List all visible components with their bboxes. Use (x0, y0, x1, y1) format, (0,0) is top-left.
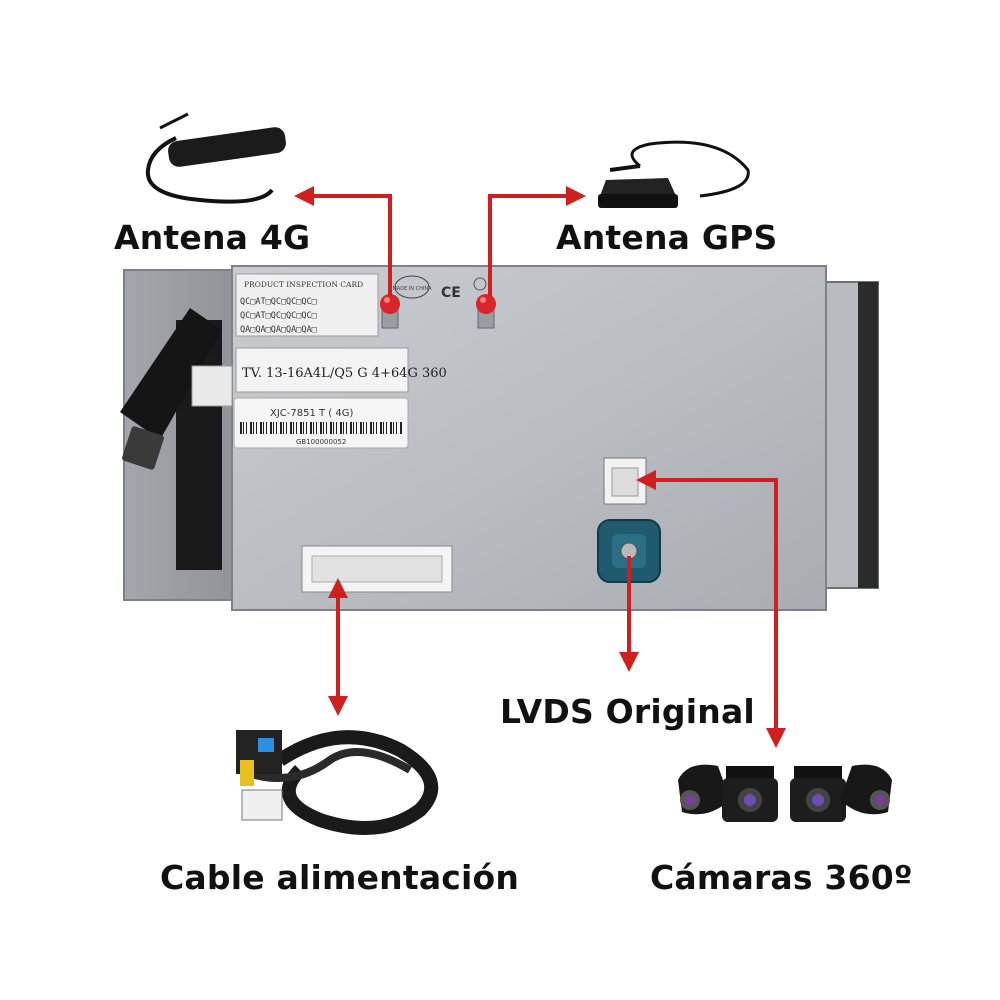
ce-mark: CE (441, 285, 461, 301)
barcode-bar (346, 422, 347, 434)
label-antena-4g: Antena 4G (114, 218, 311, 257)
barcode-bar (323, 422, 324, 434)
barcode-bar (316, 422, 317, 434)
barcode (240, 422, 402, 434)
inspection-card (235, 273, 379, 337)
small-sticker (191, 365, 233, 407)
barcode-bar (363, 422, 364, 434)
barcode-bar (320, 422, 322, 434)
camera-set-icon (678, 764, 892, 822)
barcode-bar (393, 422, 394, 434)
barcode-bar (280, 422, 282, 434)
barcode-bar (296, 422, 297, 434)
label-lvds: LVDS Original (500, 692, 755, 731)
barcode-bar (306, 422, 307, 434)
cert-mark-text: MADE IN CHINA (392, 286, 432, 292)
barcode-bar (256, 422, 257, 434)
barcode-bar (276, 422, 277, 434)
barcode-bar (350, 422, 352, 434)
serial-number: GB100000052 (296, 438, 346, 446)
android-box-unit: PRODUCT INSPECTION CARD QC□AT□QC□QC□QC□ … (120, 265, 879, 611)
model-text: TV. 13-16A4L/Q5 G 4+64G 360 (242, 366, 447, 381)
barcode-bar (330, 422, 332, 434)
barcode-bar (270, 422, 272, 434)
barcode-bar (366, 422, 367, 434)
barcode-bar (240, 422, 242, 434)
barcode-bar (290, 422, 292, 434)
barcode-bar (360, 422, 362, 434)
inspection-title: PRODUCT INSPECTION CARD (244, 280, 363, 289)
barcode-bar (253, 422, 254, 434)
arrow-cameras (636, 470, 786, 748)
qc-row-1: QC□AT□QC□QC□QC□ (240, 297, 317, 307)
label-camaras: Cámaras 360º (650, 858, 913, 897)
label-antena-gps: Antena GPS (556, 218, 778, 257)
barcode-bar (380, 422, 382, 434)
antenna-4g-icon (145, 112, 286, 204)
barcode-bar (293, 422, 294, 434)
barcode-bar (373, 422, 374, 434)
part-number: XJC-7851 T ( 4G) (270, 408, 353, 419)
barcode-bar (286, 422, 287, 434)
barcode-bar (260, 422, 262, 434)
barcode-bar (246, 422, 247, 434)
camera-connector (603, 457, 647, 505)
arrow-4g (294, 186, 392, 296)
barcode-bar (300, 422, 302, 434)
barcode-bar (336, 422, 337, 434)
barcode-bar (333, 422, 334, 434)
connector-4g (380, 294, 400, 329)
connector-gps (476, 294, 496, 329)
barcode-bar (396, 422, 397, 434)
callout-arrows (294, 186, 786, 748)
barcode-bar (383, 422, 384, 434)
barcode-bar (370, 422, 372, 434)
usb-plug (122, 426, 164, 470)
model-sticker (235, 347, 409, 393)
power-harness-icon (236, 730, 439, 835)
black-cable-flat (120, 308, 222, 440)
qc-row-2: QC□AT□QC□QC□QC□ (240, 311, 317, 321)
barcode-bar (343, 422, 344, 434)
barcode-bar (266, 422, 267, 434)
barcode-bar (250, 422, 252, 434)
barcode-bar (303, 422, 304, 434)
barcode-bar (243, 422, 244, 434)
barcode-bar (273, 422, 274, 434)
barcode-bar (386, 422, 387, 434)
barcode-bar (313, 422, 314, 434)
barcode-bar (340, 422, 342, 434)
barcode-bar (376, 422, 377, 434)
barcode-bar (400, 422, 402, 434)
label-cable: Cable alimentación (160, 858, 520, 897)
power-connector (301, 545, 453, 593)
cert-mark-icon (394, 275, 430, 299)
barcode-bar (283, 422, 284, 434)
chassis-right-edge (858, 282, 878, 588)
arrow-gps (488, 186, 586, 296)
barcode-bar (390, 422, 392, 434)
barcode-bar (356, 422, 357, 434)
barcode-bar (353, 422, 354, 434)
barcode-bar (326, 422, 327, 434)
barcode-bar (263, 422, 264, 434)
qc-row-3: QA□QA□QA□QA□QA□ (240, 325, 317, 335)
regulatory-mark-icon (473, 277, 487, 291)
barcode-bar (310, 422, 312, 434)
gps-antenna-icon (598, 140, 750, 208)
